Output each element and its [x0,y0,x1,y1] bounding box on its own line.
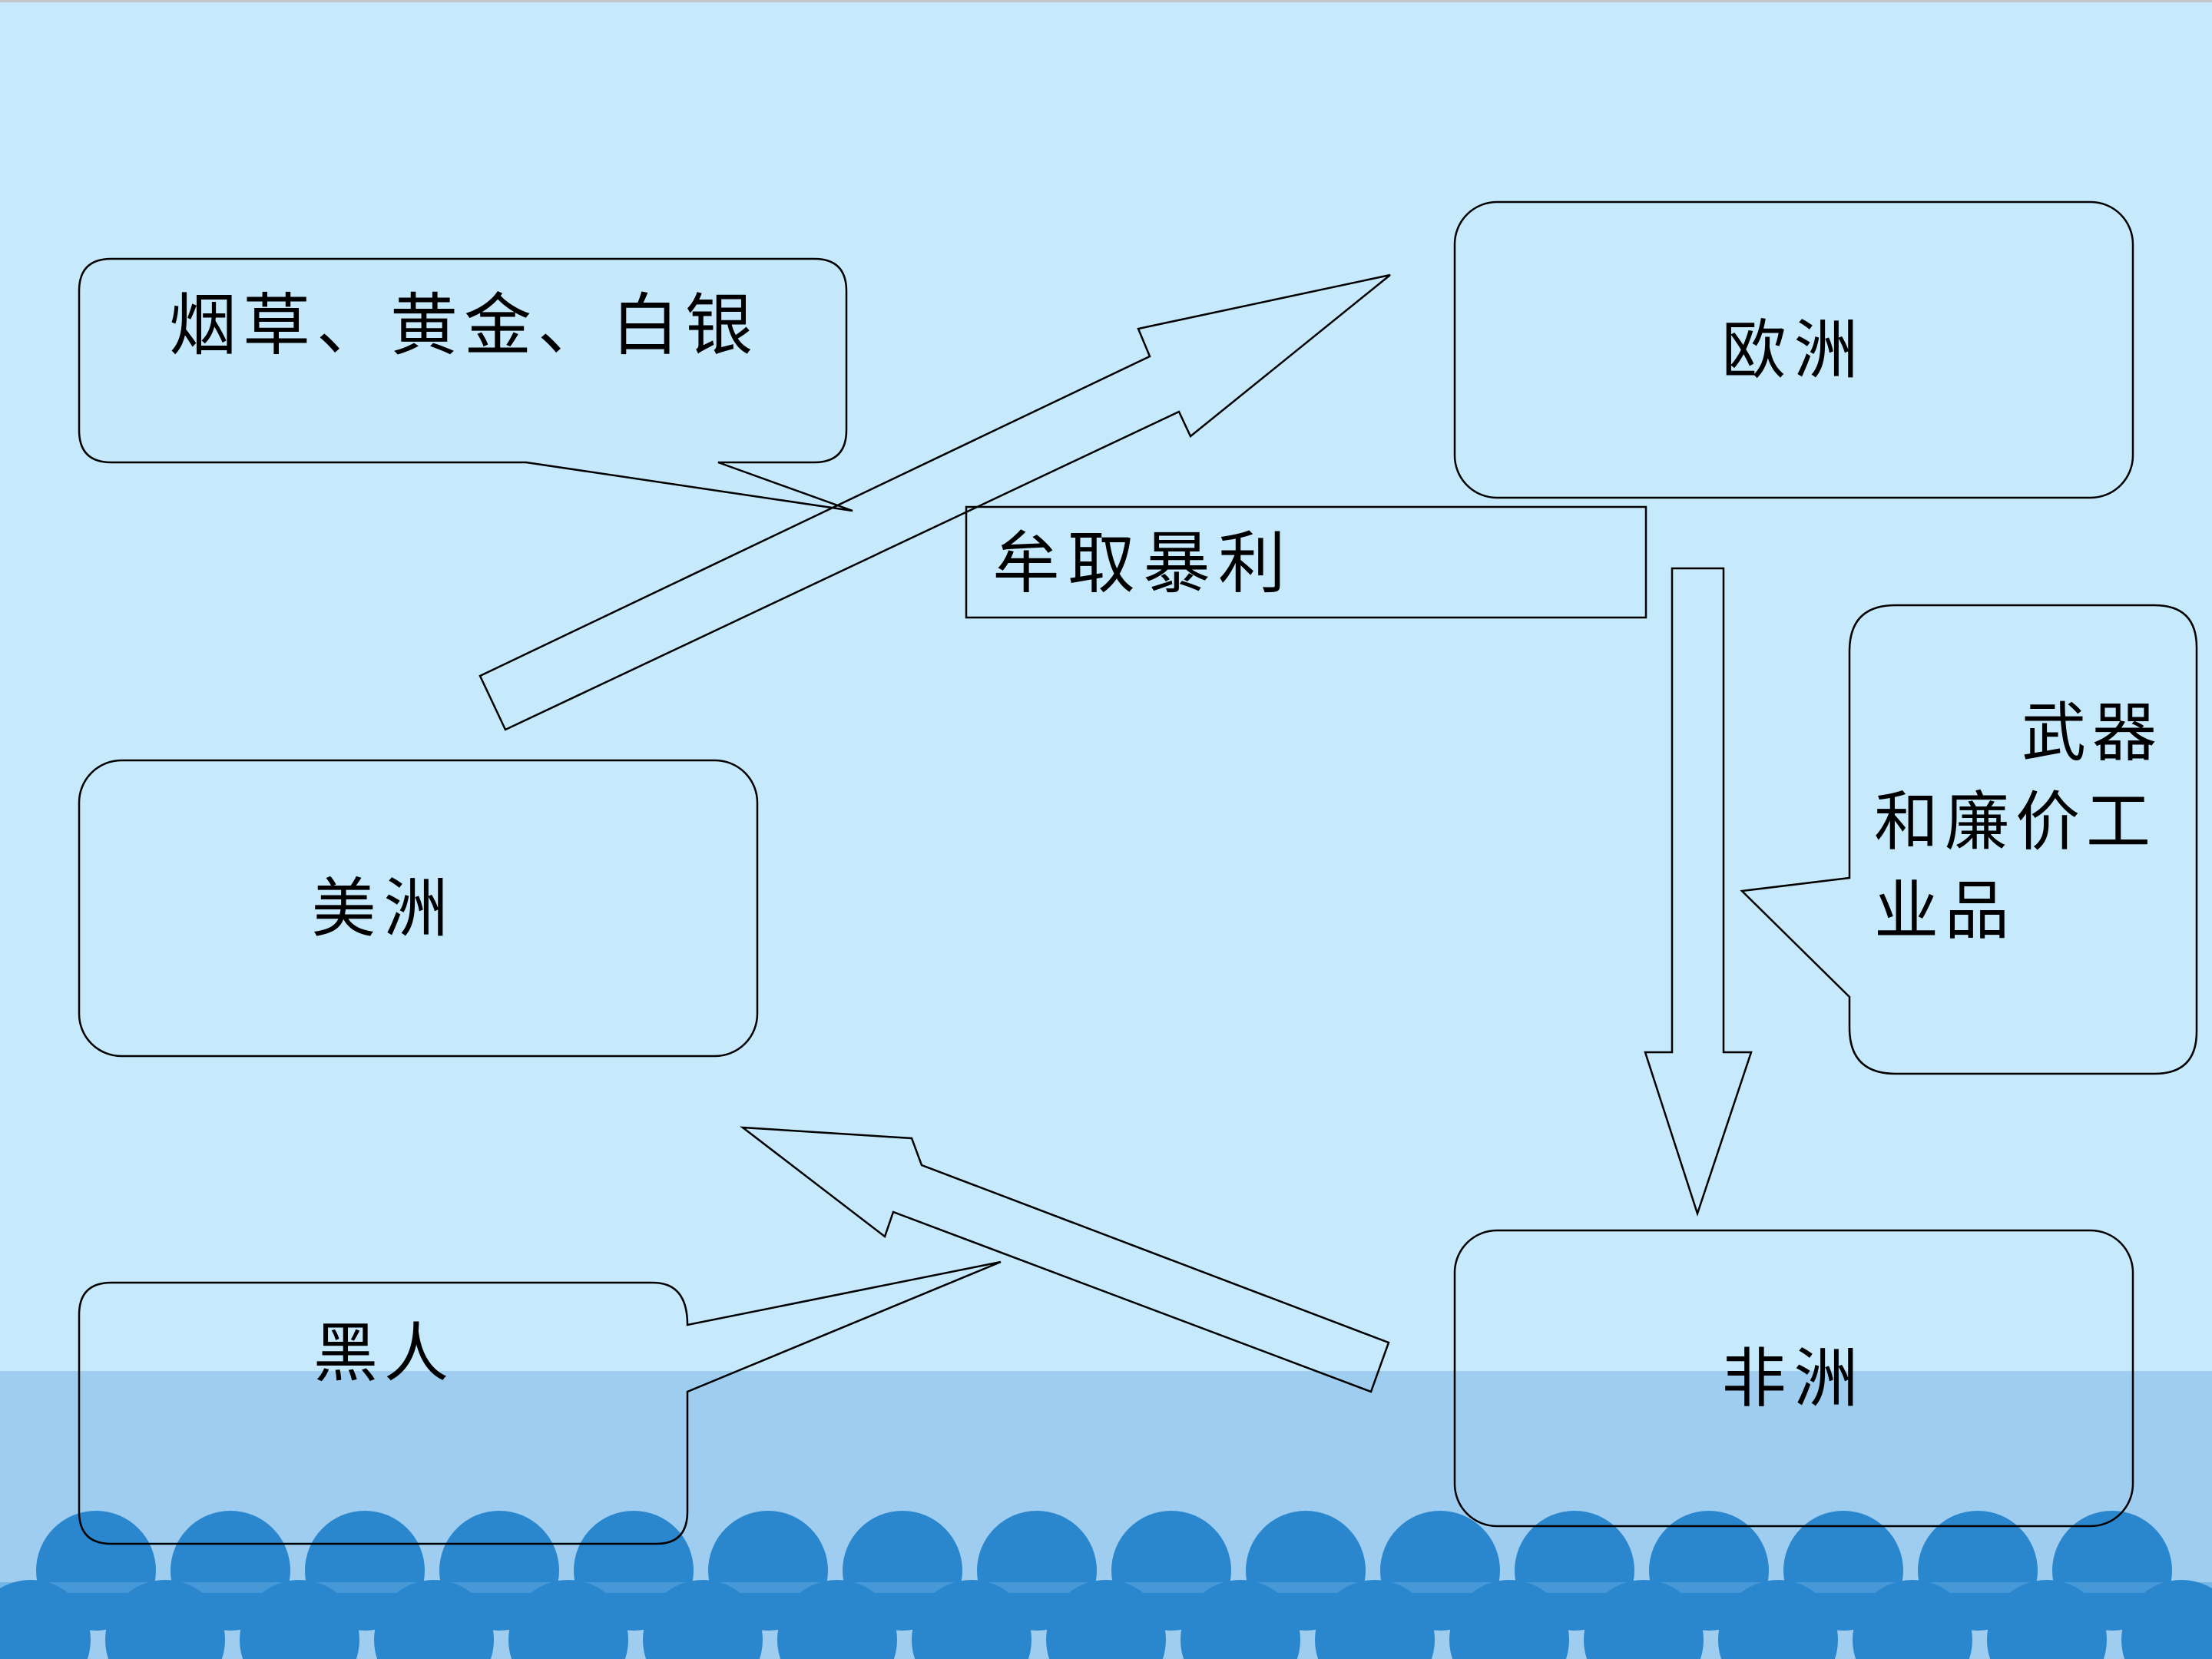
background [0,2,2212,1371]
node-america-box [78,759,759,1058]
node-africa-label: 非洲 [1721,1340,1866,1416]
callout-goods [78,257,853,512]
arrow-europe-to-africa [1644,567,1753,1217]
profit-label: 牟取暴利 [992,524,1294,603]
node-america-label: 美洲 [311,870,456,946]
callout-goods-text: 烟草、黄金、白银 [169,286,760,365]
arrow-america-to-europe [478,273,1391,731]
arrow-africa-to-america [739,1126,1390,1393]
node-europe-label: 欧洲 [1721,312,1866,388]
node-africa-box [1453,1229,2134,1528]
callout-slaves [78,1260,1002,1545]
callout-weapons-line2: 和廉价工 [1874,784,2157,859]
node-america: 美洲 [79,760,757,1056]
callout-weapons-line3: 业品 [1874,873,2016,949]
callout-slaves-text: 黑人 [313,1316,455,1391]
node-europe-box [1453,200,2134,499]
callout-weapons-line1: 武器 [2022,695,2164,770]
node-africa: 非洲 [1455,1230,2133,1526]
node-europe: 欧洲 [1455,202,2133,498]
profit-label-box [965,505,1647,619]
callout-weapons [1740,604,2198,1075]
wave-row-front [0,1580,2212,1659]
top-edge [0,0,2212,2]
